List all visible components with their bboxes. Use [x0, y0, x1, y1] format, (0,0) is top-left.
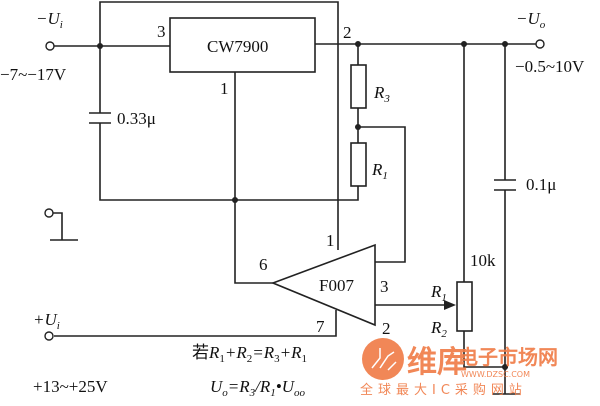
output-range: −0.5~10V: [515, 57, 585, 76]
junction-dots: [97, 41, 508, 370]
pot-r2-label: R2: [430, 318, 447, 340]
neg-input-range: −7~−17V: [0, 65, 67, 84]
resistor-r3-label: R3: [373, 83, 390, 105]
potentiometer: [456, 281, 473, 332]
potentiometer-value: 10k: [470, 251, 496, 270]
resistor-r1: [350, 142, 367, 187]
terminal-neg-input: [45, 41, 55, 51]
watermark-name: 电子市场网: [458, 345, 558, 369]
regulator-box: [169, 17, 316, 73]
opamp-pin-6: 6: [259, 255, 268, 274]
terminals: [44, 39, 545, 341]
regulator-pin-3: 3: [157, 22, 166, 41]
opamp-pin-3: 3: [380, 277, 389, 296]
terminal-ground: [44, 208, 54, 218]
pot-r1-label: R1: [430, 282, 447, 304]
resistor-r3: [350, 64, 367, 109]
neg-input-label: −Ui: [36, 9, 63, 31]
opamp-pin-2: 2: [382, 319, 391, 338]
opamp-pin-1: 1: [326, 231, 335, 250]
capacitor-output-label: 0.1μ: [526, 175, 556, 194]
opamp-pin-7: 7: [316, 317, 325, 336]
terminal-output: [535, 39, 545, 49]
watermark-slogan: 全球最大IC采购网站: [360, 382, 527, 398]
opamp-label: F007: [319, 276, 354, 295]
capacitor-input: [89, 112, 111, 124]
capacitor-output: [494, 179, 516, 191]
capacitor-input-label: 0.33μ: [117, 109, 156, 128]
watermark-logo: 维库 电子市场网 WWW.DZSC.COM 全球最大IC采购网站: [360, 338, 558, 398]
pos-input-range: +13~+25V: [33, 377, 108, 396]
regulator-pin-2: 2: [343, 23, 352, 42]
formula-condition: 若R1+R2=R3+R1: [192, 343, 307, 365]
formula-output: Uo=R3/R1•Uoo: [210, 377, 305, 399]
terminal-pos-input: [44, 331, 54, 341]
output-label: −Uo: [516, 9, 546, 31]
opamp-triangle: [270, 243, 376, 327]
regulator-label: CW7900: [207, 37, 268, 56]
regulator-pin-1: 1: [220, 79, 229, 98]
wires: [50, 1, 536, 395]
watermark-brand: 维库: [407, 345, 467, 380]
watermark-url: WWW.DZSC.COM: [461, 370, 530, 379]
pos-input-label: +Ui: [33, 310, 60, 332]
resistor-r1-label: R1: [371, 160, 388, 182]
